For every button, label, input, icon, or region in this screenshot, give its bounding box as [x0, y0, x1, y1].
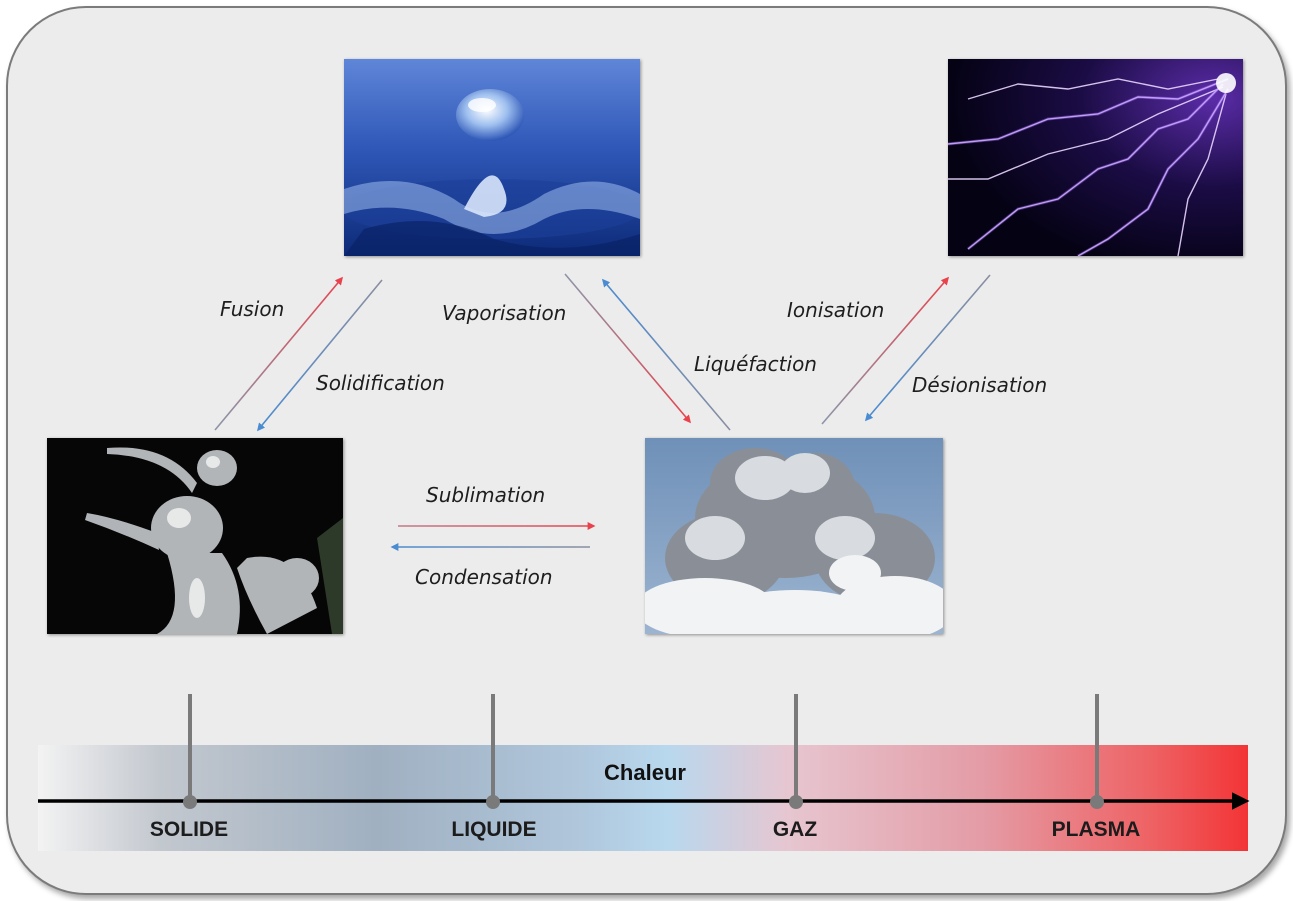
gas-cloud-image	[645, 438, 943, 634]
vaporisation-label: Vaporisation	[442, 301, 567, 325]
liquid-water-drop-image	[344, 59, 640, 256]
heat-gradient-bar	[38, 745, 1248, 851]
ionisation-label: Ionisation	[787, 298, 885, 322]
sublimation-label: Sublimation	[426, 483, 546, 507]
state-label-liquide: LIQUIDE	[451, 818, 537, 841]
fusion-label: Fusion	[220, 297, 285, 321]
state-label-gaz: GAZ	[772, 818, 818, 841]
plasma-lightning-image	[948, 59, 1243, 256]
state-label-solide: SOLIDE	[149, 818, 229, 841]
liquefaction-label: Liquéfaction	[694, 352, 817, 376]
solid-ice-sculpture-image	[47, 438, 343, 634]
desionisation-label: Désionisation	[912, 373, 1048, 397]
heat-axis-title: Chaleur	[604, 760, 686, 785]
solidification-label: Solidification	[316, 371, 445, 395]
condensation-label: Condensation	[415, 565, 553, 589]
state-label-plasma: PLASMA	[1051, 818, 1141, 841]
